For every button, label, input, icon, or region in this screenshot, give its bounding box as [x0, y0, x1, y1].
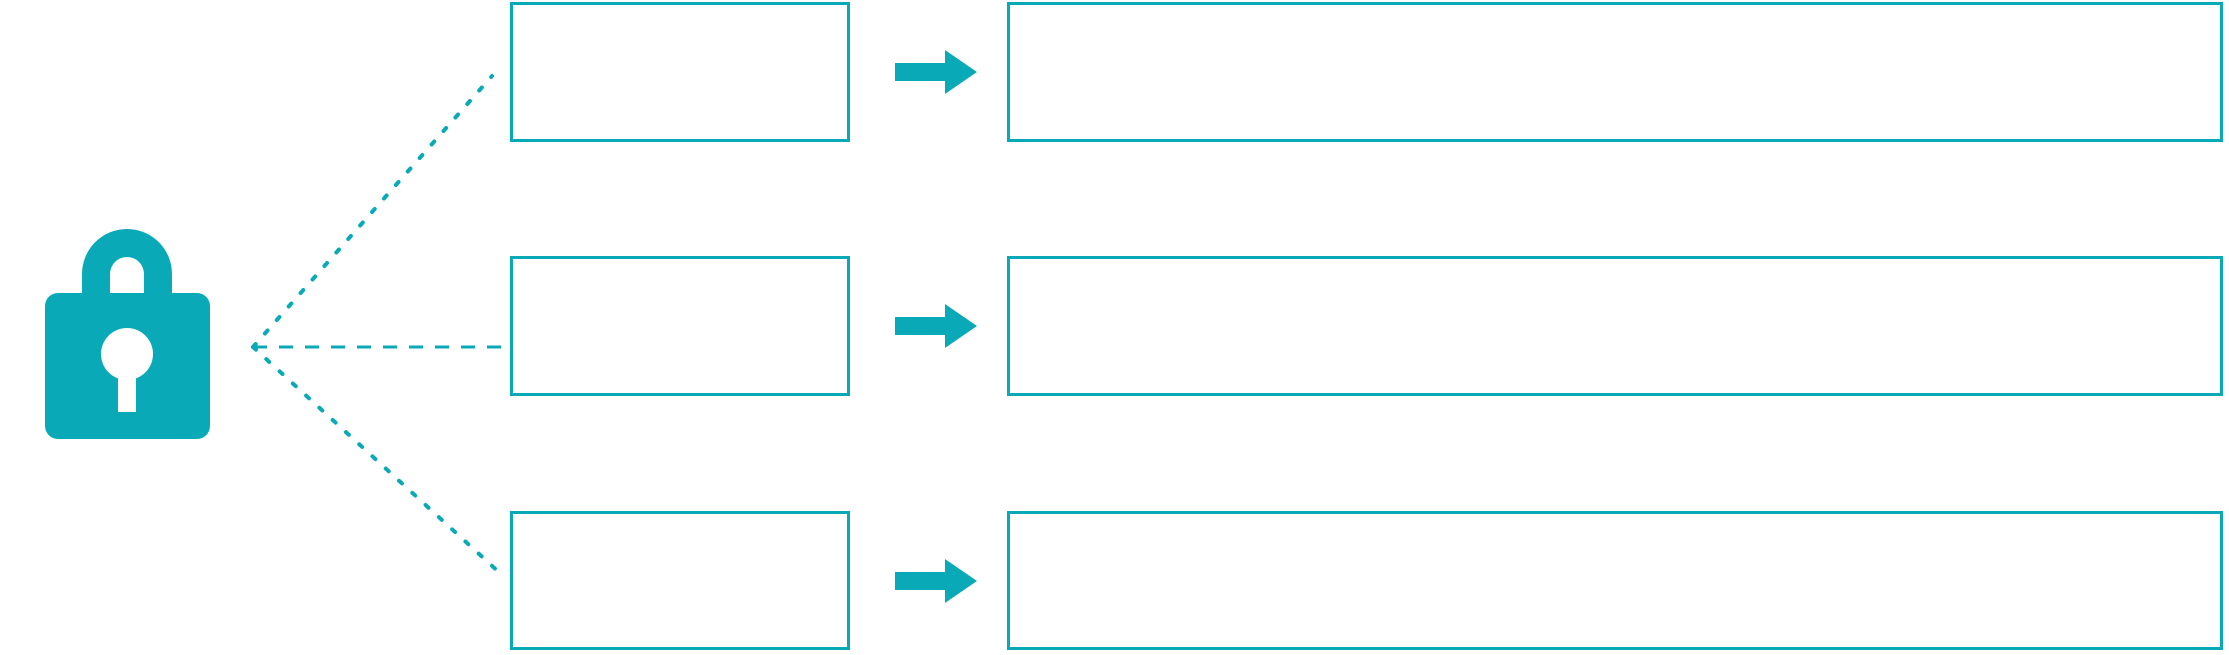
- connector-line-bottom: [251, 345, 504, 577]
- target-box[interactable]: [1007, 256, 2223, 396]
- source-box[interactable]: [510, 2, 850, 142]
- arrow-right-icon: [895, 304, 977, 348]
- lock-icon: [40, 212, 215, 444]
- arrow-right-icon: [895, 50, 977, 94]
- connector-line-top: [251, 74, 494, 349]
- source-box[interactable]: [510, 511, 850, 650]
- source-box[interactable]: [510, 256, 850, 396]
- arrow-right-icon: [895, 559, 977, 603]
- target-box[interactable]: [1007, 511, 2223, 650]
- target-box[interactable]: [1007, 2, 2223, 142]
